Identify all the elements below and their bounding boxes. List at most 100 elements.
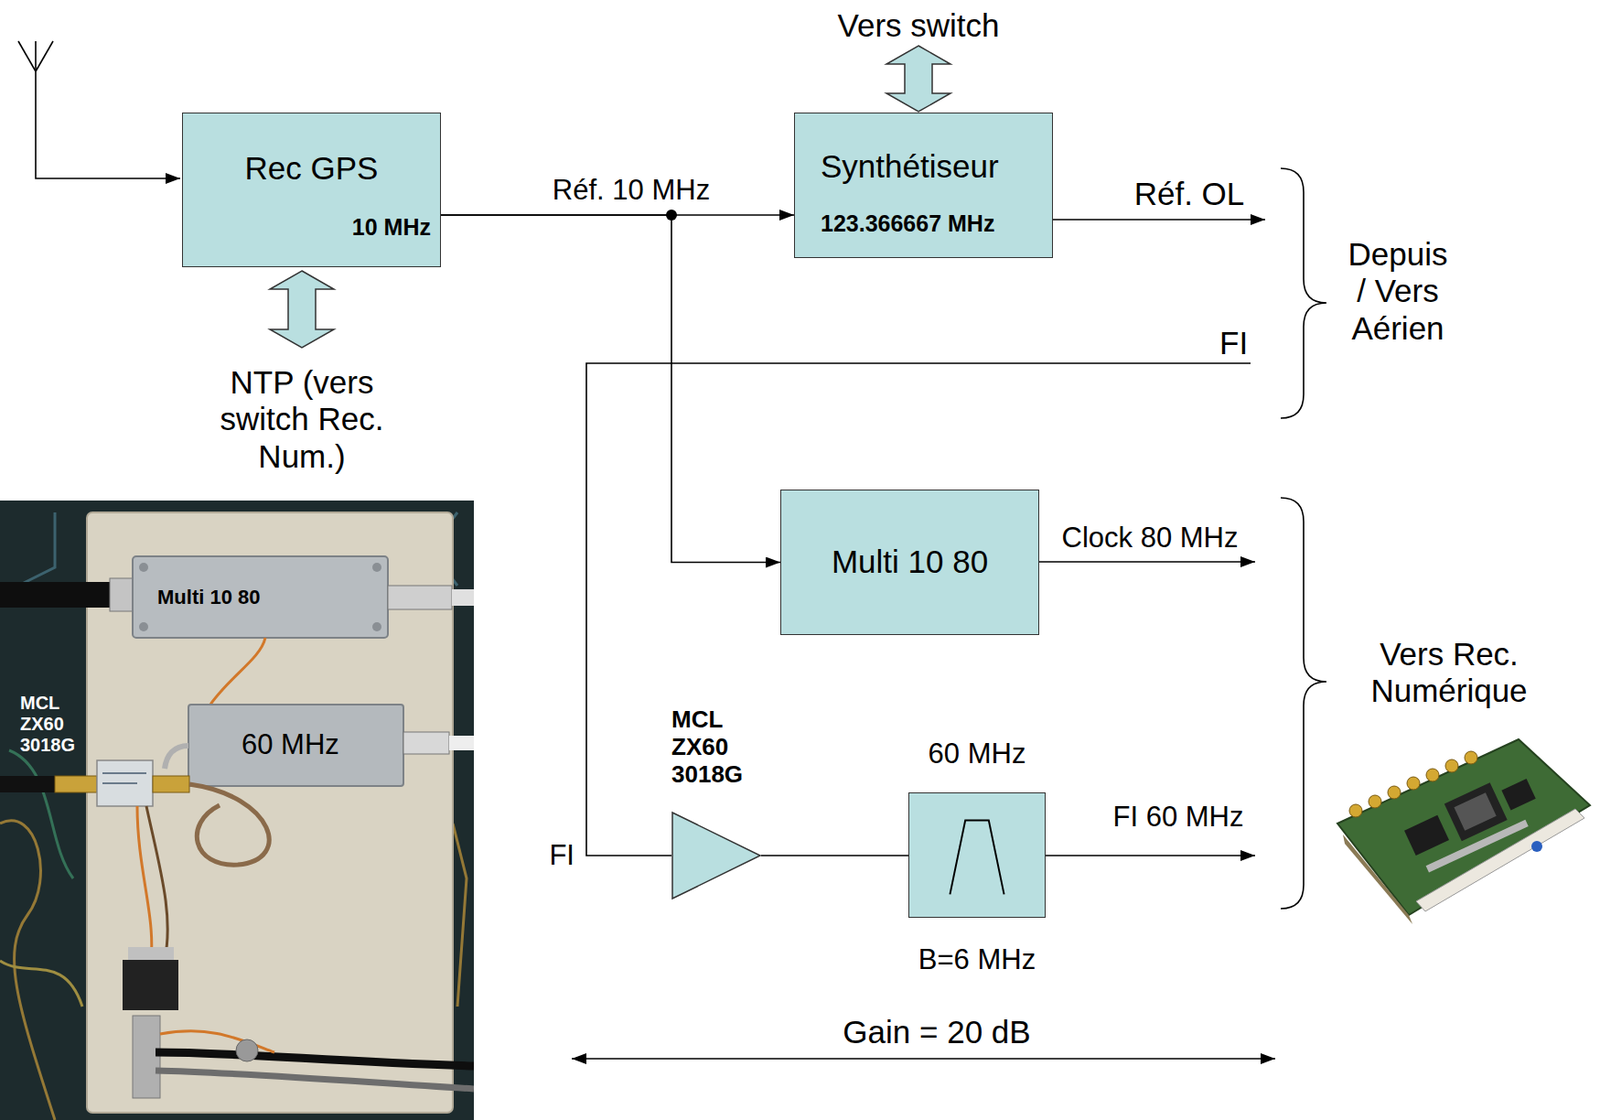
assembly-photo [54, 775, 97, 793]
receiver-board-picture [1342, 834, 1413, 924]
assembly-photo [188, 704, 404, 786]
node-text: 60 MHz [899, 737, 1055, 771]
assembly-photo [372, 622, 382, 632]
amplifier-triangle: MCL ZX60 3018G [658, 706, 778, 903]
assembly-photo [372, 562, 382, 572]
group-label: Depuis / Vers Aérien [1342, 236, 1453, 347]
junction-dot [665, 209, 677, 221]
bandpass-symbol [909, 793, 1045, 917]
synthesizer-box: Synthétiseur123.366667 MHz [794, 112, 1053, 258]
filter-box [908, 792, 1046, 918]
assembly-photo [189, 783, 269, 865]
receiver-board-picture [1387, 785, 1401, 799]
receiver-board-picture [1501, 778, 1536, 810]
assembly-photo [18, 512, 55, 586]
receiver-board-picture [1337, 739, 1590, 924]
receiver-board-picture [1337, 739, 1590, 915]
assembly-photo [0, 500, 474, 1120]
assembly-photo [132, 1015, 161, 1098]
antenna-symbol [34, 41, 37, 72]
signal-wire [1052, 218, 1266, 221]
receiver-board-picture [1445, 759, 1459, 773]
assembly-photo [0, 500, 474, 1120]
signal-wire [571, 1057, 1276, 1060]
receiver-board-picture [1426, 819, 1529, 873]
receiver-board-picture [1426, 768, 1439, 782]
receiver-board-picture [1368, 794, 1382, 808]
assembly-photo [452, 823, 467, 1007]
receiver-board-picture [1406, 776, 1420, 790]
node-text: 123.366667 MHz [820, 210, 1042, 237]
receiver-board-picture [1444, 782, 1508, 841]
node-text: Multi 10 80 [831, 543, 988, 580]
antenna-symbol [35, 71, 181, 179]
receiver-board-picture [1404, 815, 1450, 856]
connector [761, 854, 909, 857]
signal-wire [1039, 560, 1256, 563]
bidirectional-arrow [886, 45, 951, 112]
connector [440, 214, 795, 216]
assembly-photo [96, 760, 153, 806]
amplifier-symbol [672, 812, 761, 899]
brace [1280, 497, 1327, 909]
signal-wire [1045, 854, 1256, 857]
signal-wire [571, 219, 1276, 1059]
assembly-photo [139, 622, 149, 632]
note-label: NTP (vers switch Rec. Num.) [196, 364, 408, 475]
connector [440, 214, 781, 563]
bandpass-symbol [949, 819, 1004, 894]
bidirectional-arrow [269, 270, 334, 348]
assembly-photo [0, 512, 467, 1120]
assembly-photo [160, 1030, 275, 1053]
group-label: Vers Rec. Numérique [1353, 635, 1546, 710]
assembly-photo [139, 562, 149, 572]
brace [1280, 168, 1327, 419]
assembly-photo [449, 735, 474, 751]
signal-wire [586, 363, 1251, 856]
assembly-photo [146, 805, 168, 960]
assembly-photo [137, 805, 152, 960]
assembly-photo [9, 750, 74, 879]
assembly-photo [0, 581, 138, 608]
assembly-photo [0, 960, 83, 1007]
edge-label: Réf. 10 MHz [552, 173, 710, 207]
antenna-symbol [35, 41, 54, 72]
assembly-photo [164, 745, 189, 769]
multiplier-box: Multi 10 80 [780, 489, 1040, 635]
receiver-board-picture [1349, 804, 1363, 817]
signal-label: FI [1219, 324, 1248, 362]
assembly-photo [429, 512, 458, 586]
signal-label: Vers switch [837, 7, 1000, 44]
assembly-photo [102, 782, 138, 784]
node-text: Rec GPS [192, 150, 431, 187]
assembly-photo [152, 775, 190, 793]
receiver-board-picture [1531, 840, 1543, 852]
photo-label: Multi 10 80 [157, 585, 260, 609]
assembly-photo [155, 1052, 474, 1066]
assembly-photo [0, 775, 57, 793]
assembly-photo [128, 946, 174, 960]
photo-label: MCL ZX60 3018G [20, 692, 86, 756]
receiver-board-picture [1401, 767, 1546, 875]
signal-label: Réf. OL [1134, 175, 1246, 213]
signal-label: FI 60 MHz [1113, 800, 1245, 834]
dimension-label: Gain = 20 dB [842, 1013, 1031, 1051]
photo-label: 60 MHz [241, 728, 340, 762]
receiver-board-picture [1416, 808, 1585, 912]
assembly-photo [155, 1070, 474, 1089]
signal-label: FI [548, 838, 575, 872]
assembly-photo [102, 772, 147, 774]
node-text: 10 MHz [192, 214, 431, 241]
assembly-photo [0, 820, 55, 1120]
assembly-photo [387, 585, 452, 610]
assembly-photo [132, 556, 388, 638]
receiver-board-picture [1453, 792, 1496, 830]
assembly-photo [109, 578, 138, 612]
antenna-symbol [18, 41, 181, 179]
receiver-board-picture [1464, 751, 1478, 764]
bandpass-filter: 60 MHzB=6 MHz [899, 737, 1055, 976]
receiver-box: Rec GPS 10 MHz [182, 112, 441, 268]
assembly-photo [236, 1039, 258, 1062]
assembly-photo [122, 959, 179, 1010]
